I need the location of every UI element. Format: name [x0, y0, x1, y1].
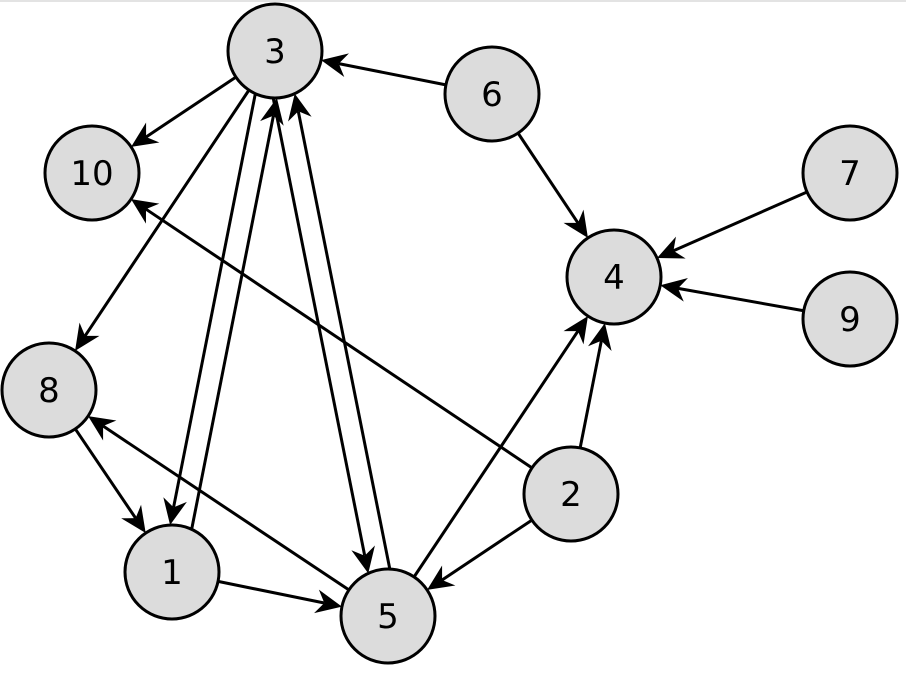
edge-line	[677, 286, 804, 313]
top-border-line	[0, 0, 906, 2]
arrowhead-icon	[321, 53, 349, 77]
arrowhead-icon	[660, 277, 688, 302]
arrowhead-icon	[75, 322, 100, 351]
node-circle	[801, 270, 899, 368]
node-1: 1	[123, 523, 221, 621]
edge-1-to-3	[190, 97, 284, 530]
edge-5-to-4	[412, 316, 588, 578]
arrowhead-icon	[288, 93, 312, 122]
arrowhead-icon	[657, 236, 686, 259]
edge-9-to-4	[660, 277, 804, 313]
node-label: 2	[560, 475, 582, 515]
node-circle	[565, 228, 663, 326]
node-label: 10	[70, 154, 113, 194]
node-label: 6	[481, 75, 503, 115]
edge-line	[338, 62, 447, 87]
nodes-layer: 1 2 3 4 5 6 7 8 9 10	[0, 2, 899, 665]
node-2: 2	[522, 445, 620, 543]
node-7: 7	[801, 124, 899, 222]
arrowhead-icon	[163, 497, 187, 526]
node-3: 3	[226, 2, 324, 100]
node-circle	[443, 45, 541, 143]
edge-5-to-8	[88, 416, 350, 592]
edge-7-to-4	[657, 190, 808, 259]
edge-line	[516, 132, 580, 224]
arrowhead-icon	[131, 122, 160, 147]
edge-line	[412, 330, 580, 578]
node-label: 8	[38, 371, 60, 411]
edge-3-to-10	[131, 75, 237, 147]
node-circle	[339, 567, 437, 665]
edge-line	[83, 89, 251, 337]
node-label: 3	[264, 32, 286, 72]
node-label: 9	[839, 300, 861, 340]
node-9: 9	[801, 270, 899, 368]
node-label: 7	[839, 154, 861, 194]
node-circle	[801, 124, 899, 222]
arrowhead-icon	[131, 199, 160, 224]
edge-5-to-3	[288, 93, 392, 570]
arrowhead-icon	[121, 504, 146, 534]
edge-line	[145, 207, 533, 470]
edge-6-to-4	[516, 132, 588, 238]
edge-3-to-8	[75, 89, 251, 351]
edge-line	[217, 579, 325, 605]
arrowhead-icon	[563, 209, 588, 238]
edge-line	[102, 424, 350, 592]
edge-1-to-5	[217, 579, 342, 614]
edge-line	[172, 93, 257, 508]
edge-2-to-5	[427, 518, 533, 590]
arrowhead-icon	[563, 316, 588, 345]
node-8: 8	[0, 341, 98, 439]
node-circle	[522, 445, 620, 543]
edge-line	[145, 75, 237, 139]
edge-line	[190, 115, 275, 530]
edges-layer	[74, 53, 808, 614]
node-4: 4	[565, 228, 663, 326]
arrowhead-icon	[314, 589, 342, 614]
edge-line	[672, 190, 808, 253]
edge-line	[74, 428, 137, 519]
edge-6-to-3	[321, 53, 447, 87]
node-circle	[226, 2, 324, 100]
arrowhead-icon	[88, 416, 117, 441]
node-circle	[123, 523, 221, 621]
edge-3-to-1	[163, 93, 257, 526]
arrowhead-icon	[351, 545, 375, 574]
node-5: 5	[339, 567, 437, 665]
node-circle	[0, 341, 98, 439]
node-label: 4	[603, 258, 625, 298]
arrowhead-icon	[588, 323, 612, 351]
node-label: 1	[161, 553, 183, 593]
edge-8-to-1	[74, 428, 146, 534]
node-10: 10	[43, 124, 141, 222]
arrowhead-icon	[427, 565, 456, 590]
edge-3-to-5	[271, 97, 375, 574]
node-label: 5	[377, 597, 399, 637]
node-6: 6	[443, 45, 541, 143]
edge-2-to-10	[131, 199, 533, 470]
edge-2-to-4	[578, 323, 612, 449]
edge-line	[441, 518, 533, 582]
edge-line	[578, 340, 603, 449]
node-circle	[43, 124, 141, 222]
